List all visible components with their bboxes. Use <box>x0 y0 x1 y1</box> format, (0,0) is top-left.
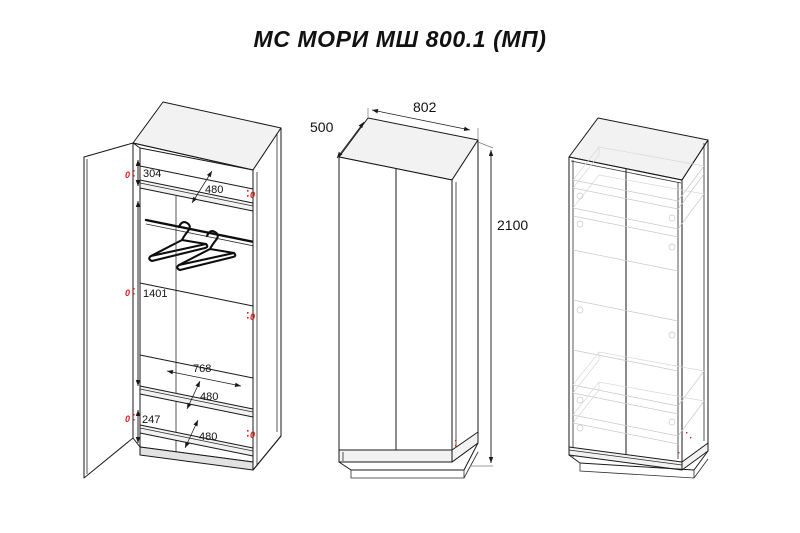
shelf-pin-1 <box>576 192 584 200</box>
carcass-outline-wireframe <box>568 139 709 463</box>
floor-edge-closed <box>338 442 479 471</box>
floor-edge-wireframe-3 <box>693 458 709 479</box>
view-left-open-doors: 304 480 1401 768 480 <box>83 101 282 479</box>
fastener-dot-wf-2 <box>690 437 692 439</box>
dim-label-500: 500 <box>310 119 334 135</box>
shelf-pin-5 <box>576 306 584 314</box>
shelf-pin-8 <box>576 424 584 432</box>
svg-text:0: 0 <box>250 430 255 440</box>
dimension-480-mid: 480 <box>186 380 218 410</box>
hardware-marker-right-1: 0 <box>247 190 255 200</box>
carcass-right-side-closed <box>451 139 479 463</box>
view-right-wireframe <box>568 117 709 479</box>
floor-edge-closed-3 <box>463 451 479 479</box>
svg-text:0: 0 <box>125 288 130 298</box>
svg-text:0: 0 <box>125 414 130 424</box>
shelf-pin-9 <box>668 418 676 426</box>
clothes-hanger-2 <box>176 230 237 272</box>
fastener-dot-wf-1 <box>686 432 688 434</box>
clothes-hanger-1 <box>148 221 209 263</box>
page-title: МС МОРИ МШ 800.1 (МП) <box>253 26 547 52</box>
fastener-dot-2 <box>455 445 457 447</box>
svg-text:0: 0 <box>250 190 255 200</box>
dimension-480-bottom: 480 <box>184 419 217 449</box>
fastener-dot-wf-3 <box>678 452 680 454</box>
ghost-line-3 <box>572 349 679 372</box>
dim-label-480-top: 480 <box>205 184 223 196</box>
hardware-marker-left-3: 0 <box>125 414 135 424</box>
floor-edge-wireframe <box>568 450 709 471</box>
top-panel-wireframe <box>568 117 709 184</box>
ghost-line-2 <box>572 299 679 322</box>
ghost-line-1 <box>572 249 679 272</box>
hanging-rod <box>144 218 261 248</box>
hardware-marker-left-1: 0 <box>125 170 135 180</box>
hardware-marker-right-3: 0 <box>247 430 255 440</box>
dimension-1401: 1401 <box>135 201 167 386</box>
shelf-pin-4 <box>668 243 676 251</box>
dim-label-247: 247 <box>142 414 160 426</box>
dimension-768: 768 <box>166 363 242 388</box>
dim-label-1401: 1401 <box>143 288 167 300</box>
right-door-open <box>252 127 282 471</box>
dimension-500: 500 <box>310 119 365 159</box>
plinth-closed <box>338 431 479 463</box>
ghost-shelf-top-2 <box>572 174 705 238</box>
doors-closed <box>338 156 453 463</box>
dim-label-480-bottom: 480 <box>199 431 217 443</box>
dim-label-802: 802 <box>413 99 437 115</box>
hardware-marker-right-2: 0 <box>247 312 255 322</box>
right-door-bottom-edge <box>252 435 282 471</box>
dimension-480-top: 480 <box>191 170 223 204</box>
dimension-247: 247 <box>135 410 160 443</box>
dimension-304: 304 <box>135 160 161 186</box>
shelf-pin-6 <box>668 331 676 339</box>
dimension-2100: 2100 <box>470 141 528 467</box>
svg-text:0: 0 <box>250 312 255 322</box>
shelf-pin-3 <box>668 214 676 222</box>
dimension-802: 802 <box>367 99 479 140</box>
carcass-left-side <box>132 142 141 448</box>
left-door-open <box>83 142 134 479</box>
floor-edge-closed-2 <box>350 470 465 479</box>
dim-label-2100: 2100 <box>497 217 528 233</box>
dim-label-768: 768 <box>193 363 211 375</box>
interior-line-mid <box>139 282 254 307</box>
floor-edge-wireframe-2 <box>579 463 695 479</box>
hardware-marker-left-2: 0 <box>125 288 135 298</box>
fastener-dot-1 <box>455 440 457 442</box>
ghost-shelf-bottom-2 <box>572 381 705 445</box>
shelf-pin-7 <box>576 396 584 404</box>
dim-label-480-mid: 480 <box>200 391 218 403</box>
ghost-shelf-bottom <box>572 351 705 415</box>
base-panel-wireframe <box>568 442 709 471</box>
shelf-pin-2 <box>576 220 584 228</box>
view-middle-closed: 802 500 2100 <box>310 99 528 479</box>
dim-label-304: 304 <box>143 168 161 180</box>
ghost-shelf-top <box>572 146 705 210</box>
svg-text:0: 0 <box>125 170 130 180</box>
